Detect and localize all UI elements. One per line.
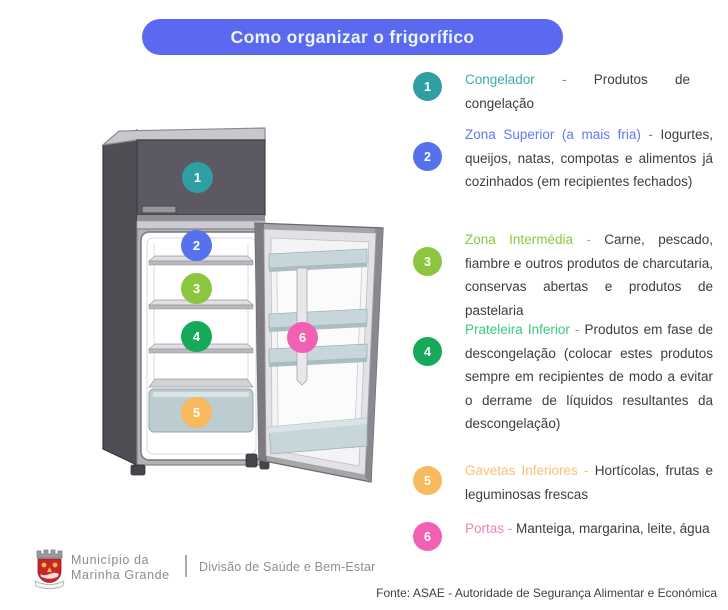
fridge-marker-1: 1 — [182, 162, 213, 193]
legend-badge-3: 3 — [413, 247, 442, 276]
legend-title-3: Zona Intermédia - — [465, 232, 605, 247]
legend-title-6: Portas - — [465, 521, 517, 536]
legend-body-6: Manteiga, margarina, leite, água — [516, 521, 710, 536]
legend-item-zona-intermedia: 3 Zona Intermédia - Carne, pescado, fiam… — [413, 228, 715, 322]
legend-text-6: Portas - Manteiga, margarina, leite, águ… — [465, 517, 713, 541]
legend-title-4: Prateleira Inferior - — [465, 322, 585, 337]
legend-item-gavetas-inferiores: 5 Gavetas Inferiores - Hortícolas, fruta… — [413, 459, 715, 506]
legend-badge-6: 6 — [413, 522, 442, 551]
fridge-marker-4: 4 — [181, 321, 212, 352]
source-attribution: Fonte: ASAE - Autoridade de Segurança Al… — [376, 586, 717, 600]
legend-title-2: Zona Superior (a mais fria) - — [465, 127, 661, 142]
legend-item-congelador: 1 Congelador - Produtos de congelação — [413, 68, 715, 115]
legend-title-1: Congelador - — [465, 72, 594, 87]
fridge-illustration — [75, 118, 405, 513]
legend-item-portas: 6 Portas - Manteiga, margarina, leite, á… — [413, 517, 715, 551]
fridge-marker-2: 2 — [181, 230, 212, 261]
legend-item-prateleira-inferior: 4 Prateleira Inferior - Produtos em fase… — [413, 318, 715, 436]
legend-text-2: Zona Superior (a mais fria) - Iogurtes, … — [465, 123, 713, 194]
legend-body-5: Hortícolas, frutas e leguminosas frescas — [465, 463, 713, 502]
page-title: Como organizar o frigorífico — [142, 19, 563, 55]
legend-badge-5: 5 — [413, 466, 442, 495]
legend-body-2: Iogurtes, queijos, natas, compotas e ali… — [465, 127, 713, 189]
fridge-marker-6: 6 — [287, 322, 318, 353]
legend-item-zona-superior: 2 Zona Superior (a mais fria) - Iogurtes… — [413, 123, 715, 194]
legend-badge-1: 1 — [413, 72, 442, 101]
municipality-name-line2: Marinha Grande — [71, 568, 170, 582]
legend-text-3: Zona Intermédia - Carne, pescado, fiambr… — [465, 228, 713, 322]
legend-text-4: Prateleira Inferior - Produtos em fase d… — [465, 318, 713, 436]
legend-body-4: Produtos em fase de descongelação (coloc… — [465, 322, 713, 431]
legend-title-5: Gavetas Inferiores - — [465, 463, 595, 478]
legend-badge-4: 4 — [413, 337, 442, 366]
municipality-crest-icon — [34, 549, 65, 590]
fridge-drawing — [101, 127, 384, 483]
fridge-marker-3: 3 — [181, 273, 212, 304]
municipality-name: Município da Marinha Grande — [71, 553, 170, 583]
legend-body-1: Produtos de congelação — [465, 72, 690, 111]
footer-divider — [185, 555, 187, 577]
legend-body-3: Carne, pescado, fiambre e outros produto… — [465, 232, 713, 318]
legend-text-1: Congelador - Produtos de congelação — [465, 68, 690, 115]
legend-text-5: Gavetas Inferiores - Hortícolas, frutas … — [465, 459, 713, 506]
municipality-name-line1: Município da — [71, 553, 150, 567]
fridge-marker-5: 5 — [181, 397, 212, 428]
division-label: Divisão de Saúde e Bem-Estar — [199, 560, 376, 574]
legend-badge-2: 2 — [413, 142, 442, 171]
